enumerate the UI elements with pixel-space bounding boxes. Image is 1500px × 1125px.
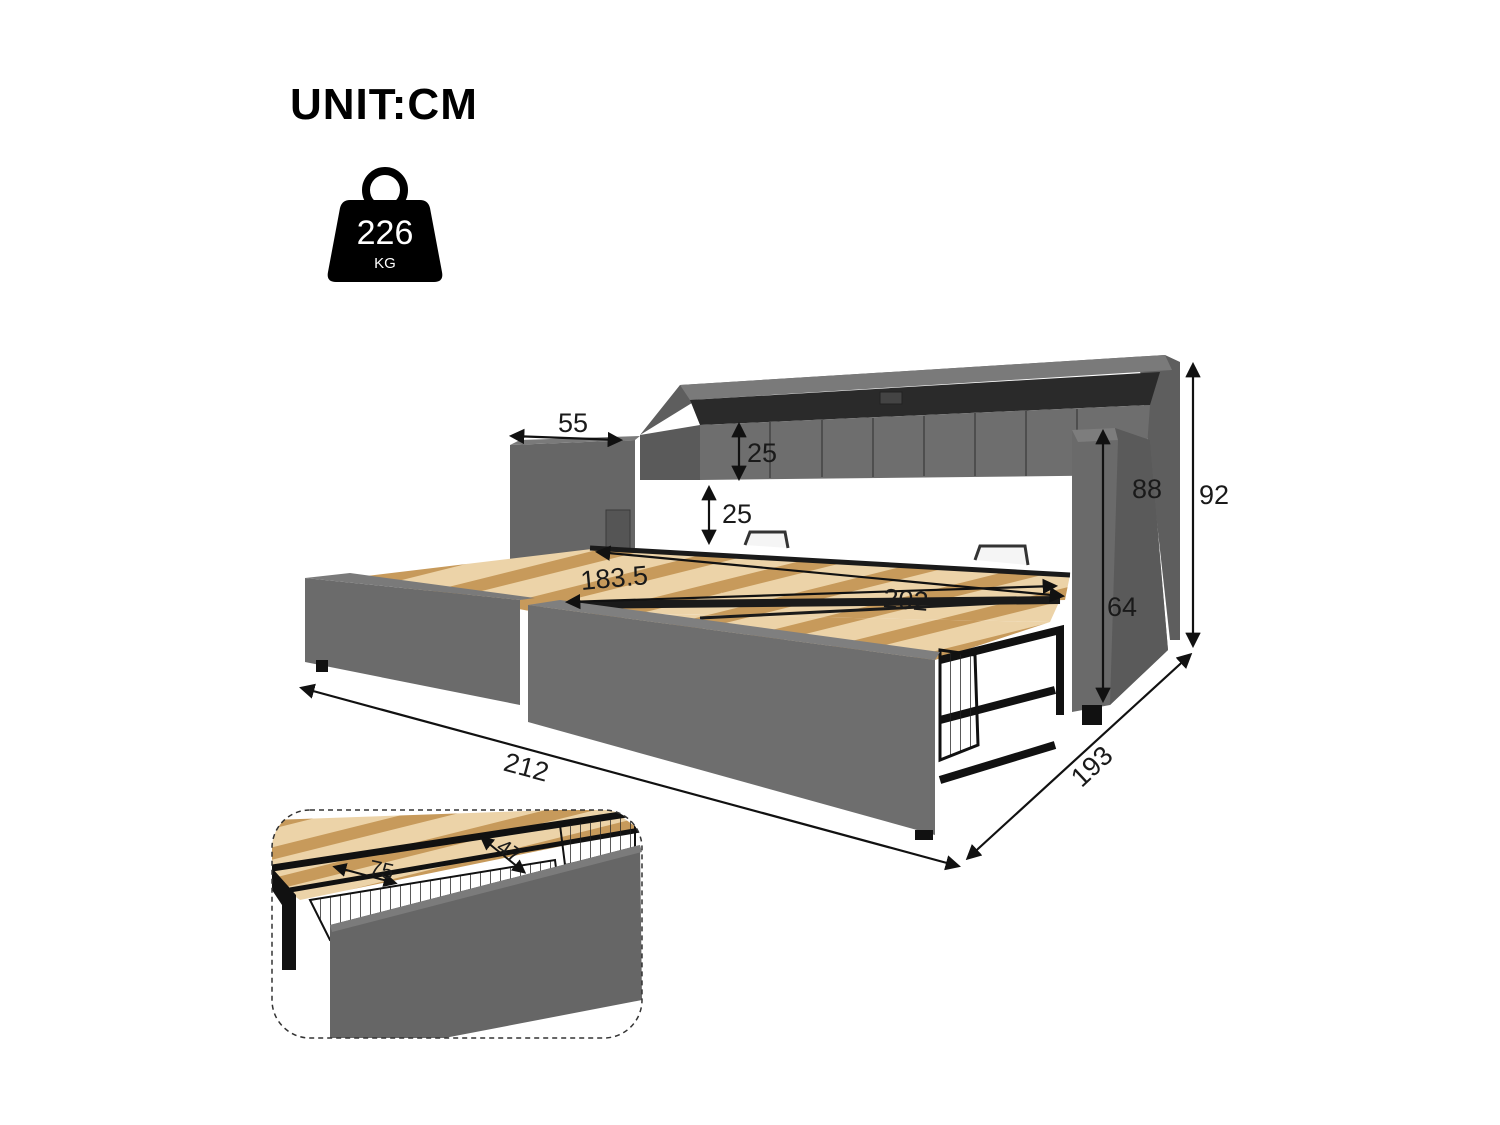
dim-inner-height: 88: [1132, 474, 1162, 504]
dim-inner-length: 202: [882, 583, 930, 617]
dim-headboard-gap: 25: [722, 499, 752, 529]
unit-label: UNIT:CM: [290, 80, 478, 129]
detail-inset: 75 47: [271, 809, 643, 1039]
weight-value: 226: [357, 214, 414, 252]
dim-total-height: 92: [1199, 480, 1229, 510]
daybed: [305, 355, 1180, 840]
dim-side-height: 64: [1107, 592, 1137, 622]
inset-basket-width: 75: [367, 855, 396, 885]
dim-total-depth: 193: [1065, 740, 1118, 793]
dim-inner-width: 183.5: [579, 560, 649, 596]
dim-armrest-width: 55: [558, 408, 588, 438]
weight-unit: KG: [374, 255, 396, 272]
dim-shelf-height: 25: [747, 438, 777, 468]
weight-icon: 226 KG: [327, 167, 443, 282]
